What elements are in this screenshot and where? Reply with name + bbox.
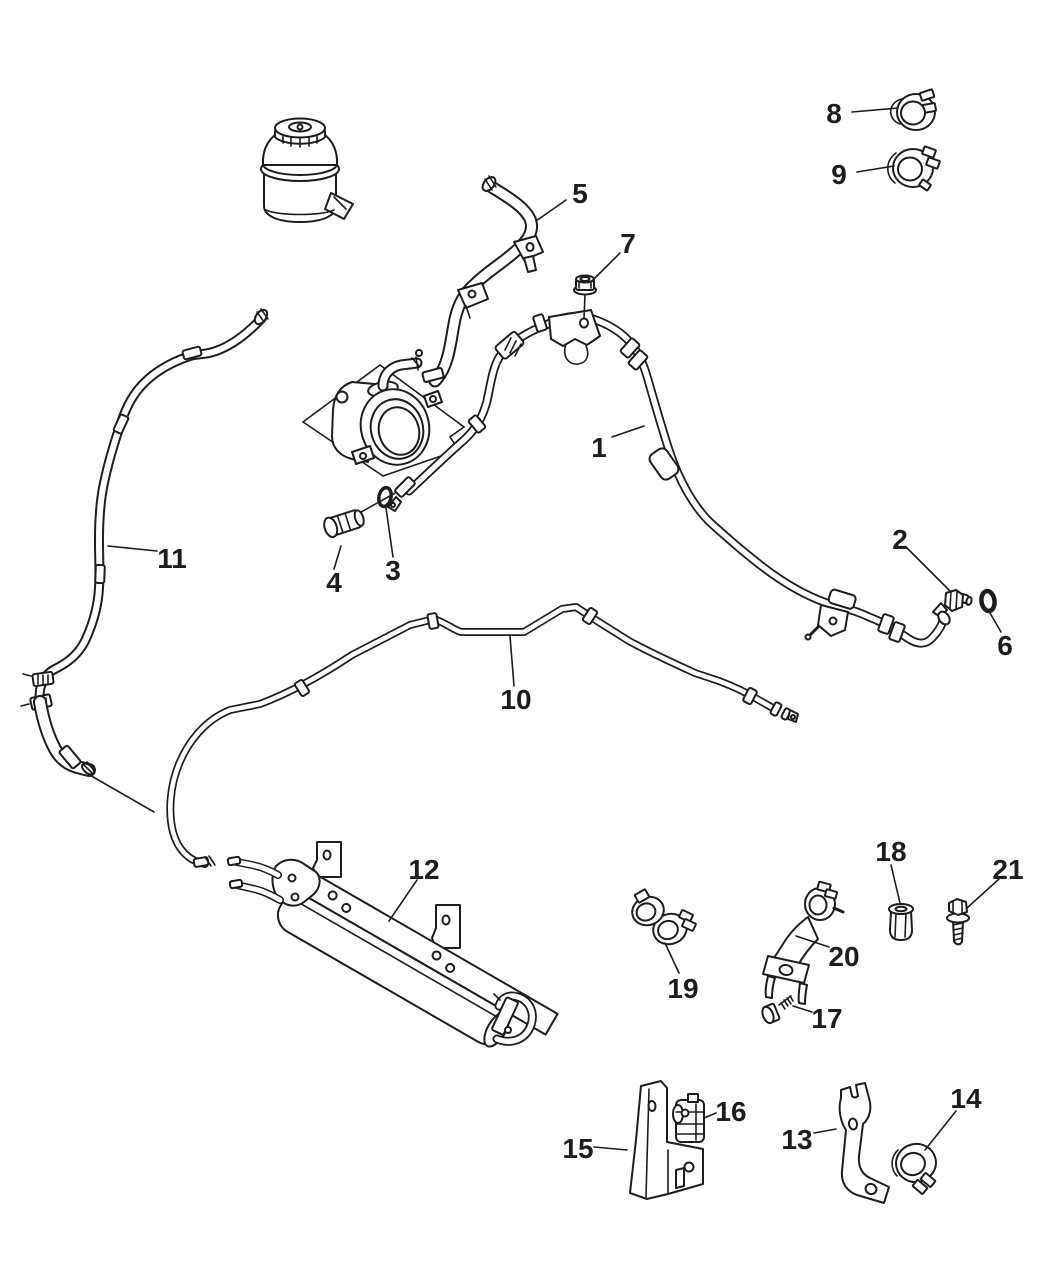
leader-5 — [535, 199, 567, 222]
o-ring-6 — [979, 588, 997, 614]
tube-clamp-19 — [631, 888, 697, 946]
screw-17 — [761, 995, 794, 1025]
return-hose-11 — [20, 308, 269, 777]
callout-20: 20 — [828, 941, 859, 972]
pressure-hose-1 — [387, 309, 951, 643]
leader-15 — [593, 1146, 628, 1151]
fluid-cooler-12 — [226, 841, 559, 1048]
leader-4 — [333, 545, 342, 570]
callout-4: 4 — [326, 567, 342, 598]
supply-hose-5 — [421, 175, 544, 383]
bracket-13 — [838, 1082, 890, 1204]
leader-2 — [905, 546, 951, 592]
cooler-pipe-10 — [170, 607, 799, 867]
callout-18: 18 — [875, 836, 906, 867]
callout-21: 21 — [992, 854, 1023, 885]
callout-8: 8 — [826, 98, 842, 129]
callout-17: 17 — [811, 1003, 842, 1034]
callout-9: 9 — [831, 159, 847, 190]
leader-11 — [107, 545, 158, 552]
leader-7 — [591, 252, 621, 282]
fluid-reservoir — [260, 117, 354, 223]
callout-7: 7 — [620, 228, 636, 259]
leader-1 — [611, 425, 645, 438]
power-steering-pump — [331, 349, 443, 466]
leader-lines — [107, 107, 1002, 1151]
callout-16: 16 — [715, 1096, 746, 1127]
callout-6: 6 — [997, 630, 1013, 661]
callout-1: 1 — [591, 432, 607, 463]
leader-13 — [813, 1128, 837, 1134]
callout-19: 19 — [667, 973, 698, 1004]
heat-shield-outline — [301, 364, 466, 477]
hose-clamp-8 — [889, 88, 937, 131]
leader-9 — [856, 165, 895, 173]
connection-line — [87, 773, 155, 813]
bracket-15 — [629, 1080, 704, 1200]
routing-clip-16 — [672, 1093, 705, 1143]
leader-19 — [664, 942, 680, 974]
connector-bolt-4 — [323, 509, 365, 539]
flange-nut-7 — [573, 274, 597, 319]
hose-clamp-9 — [886, 145, 941, 192]
callout-5: 5 — [572, 178, 588, 209]
callout-labels: 1 2 3 4 5 6 7 8 9 10 11 12 13 14 15 16 1… — [157, 98, 1023, 1164]
leader-17 — [792, 1005, 813, 1013]
leader-21 — [966, 878, 1000, 909]
callout-3: 3 — [385, 555, 401, 586]
leader-6 — [989, 612, 1002, 633]
leader-14 — [924, 1110, 957, 1151]
callout-12: 12 — [408, 854, 439, 885]
hose-clamp-14 — [891, 1142, 937, 1195]
callout-2: 2 — [892, 524, 908, 555]
rivet-nut-18 — [888, 903, 914, 941]
clamp-bracket-20 — [762, 880, 845, 1005]
leader-10 — [509, 635, 515, 687]
flange-bolt-21 — [946, 898, 970, 946]
leader-20 — [795, 935, 830, 948]
leader-3 — [385, 507, 394, 558]
callout-11: 11 — [157, 543, 187, 574]
callout-13: 13 — [781, 1124, 812, 1155]
leader-18 — [890, 864, 901, 904]
leader-8 — [851, 107, 899, 113]
leader-16 — [703, 1112, 717, 1119]
o-ring-3 — [377, 485, 393, 509]
callout-14: 14 — [950, 1083, 982, 1114]
callout-10: 10 — [500, 684, 531, 715]
callout-15: 15 — [562, 1133, 593, 1164]
fitting-bolt-2 — [944, 589, 973, 612]
leader-12 — [388, 879, 418, 922]
